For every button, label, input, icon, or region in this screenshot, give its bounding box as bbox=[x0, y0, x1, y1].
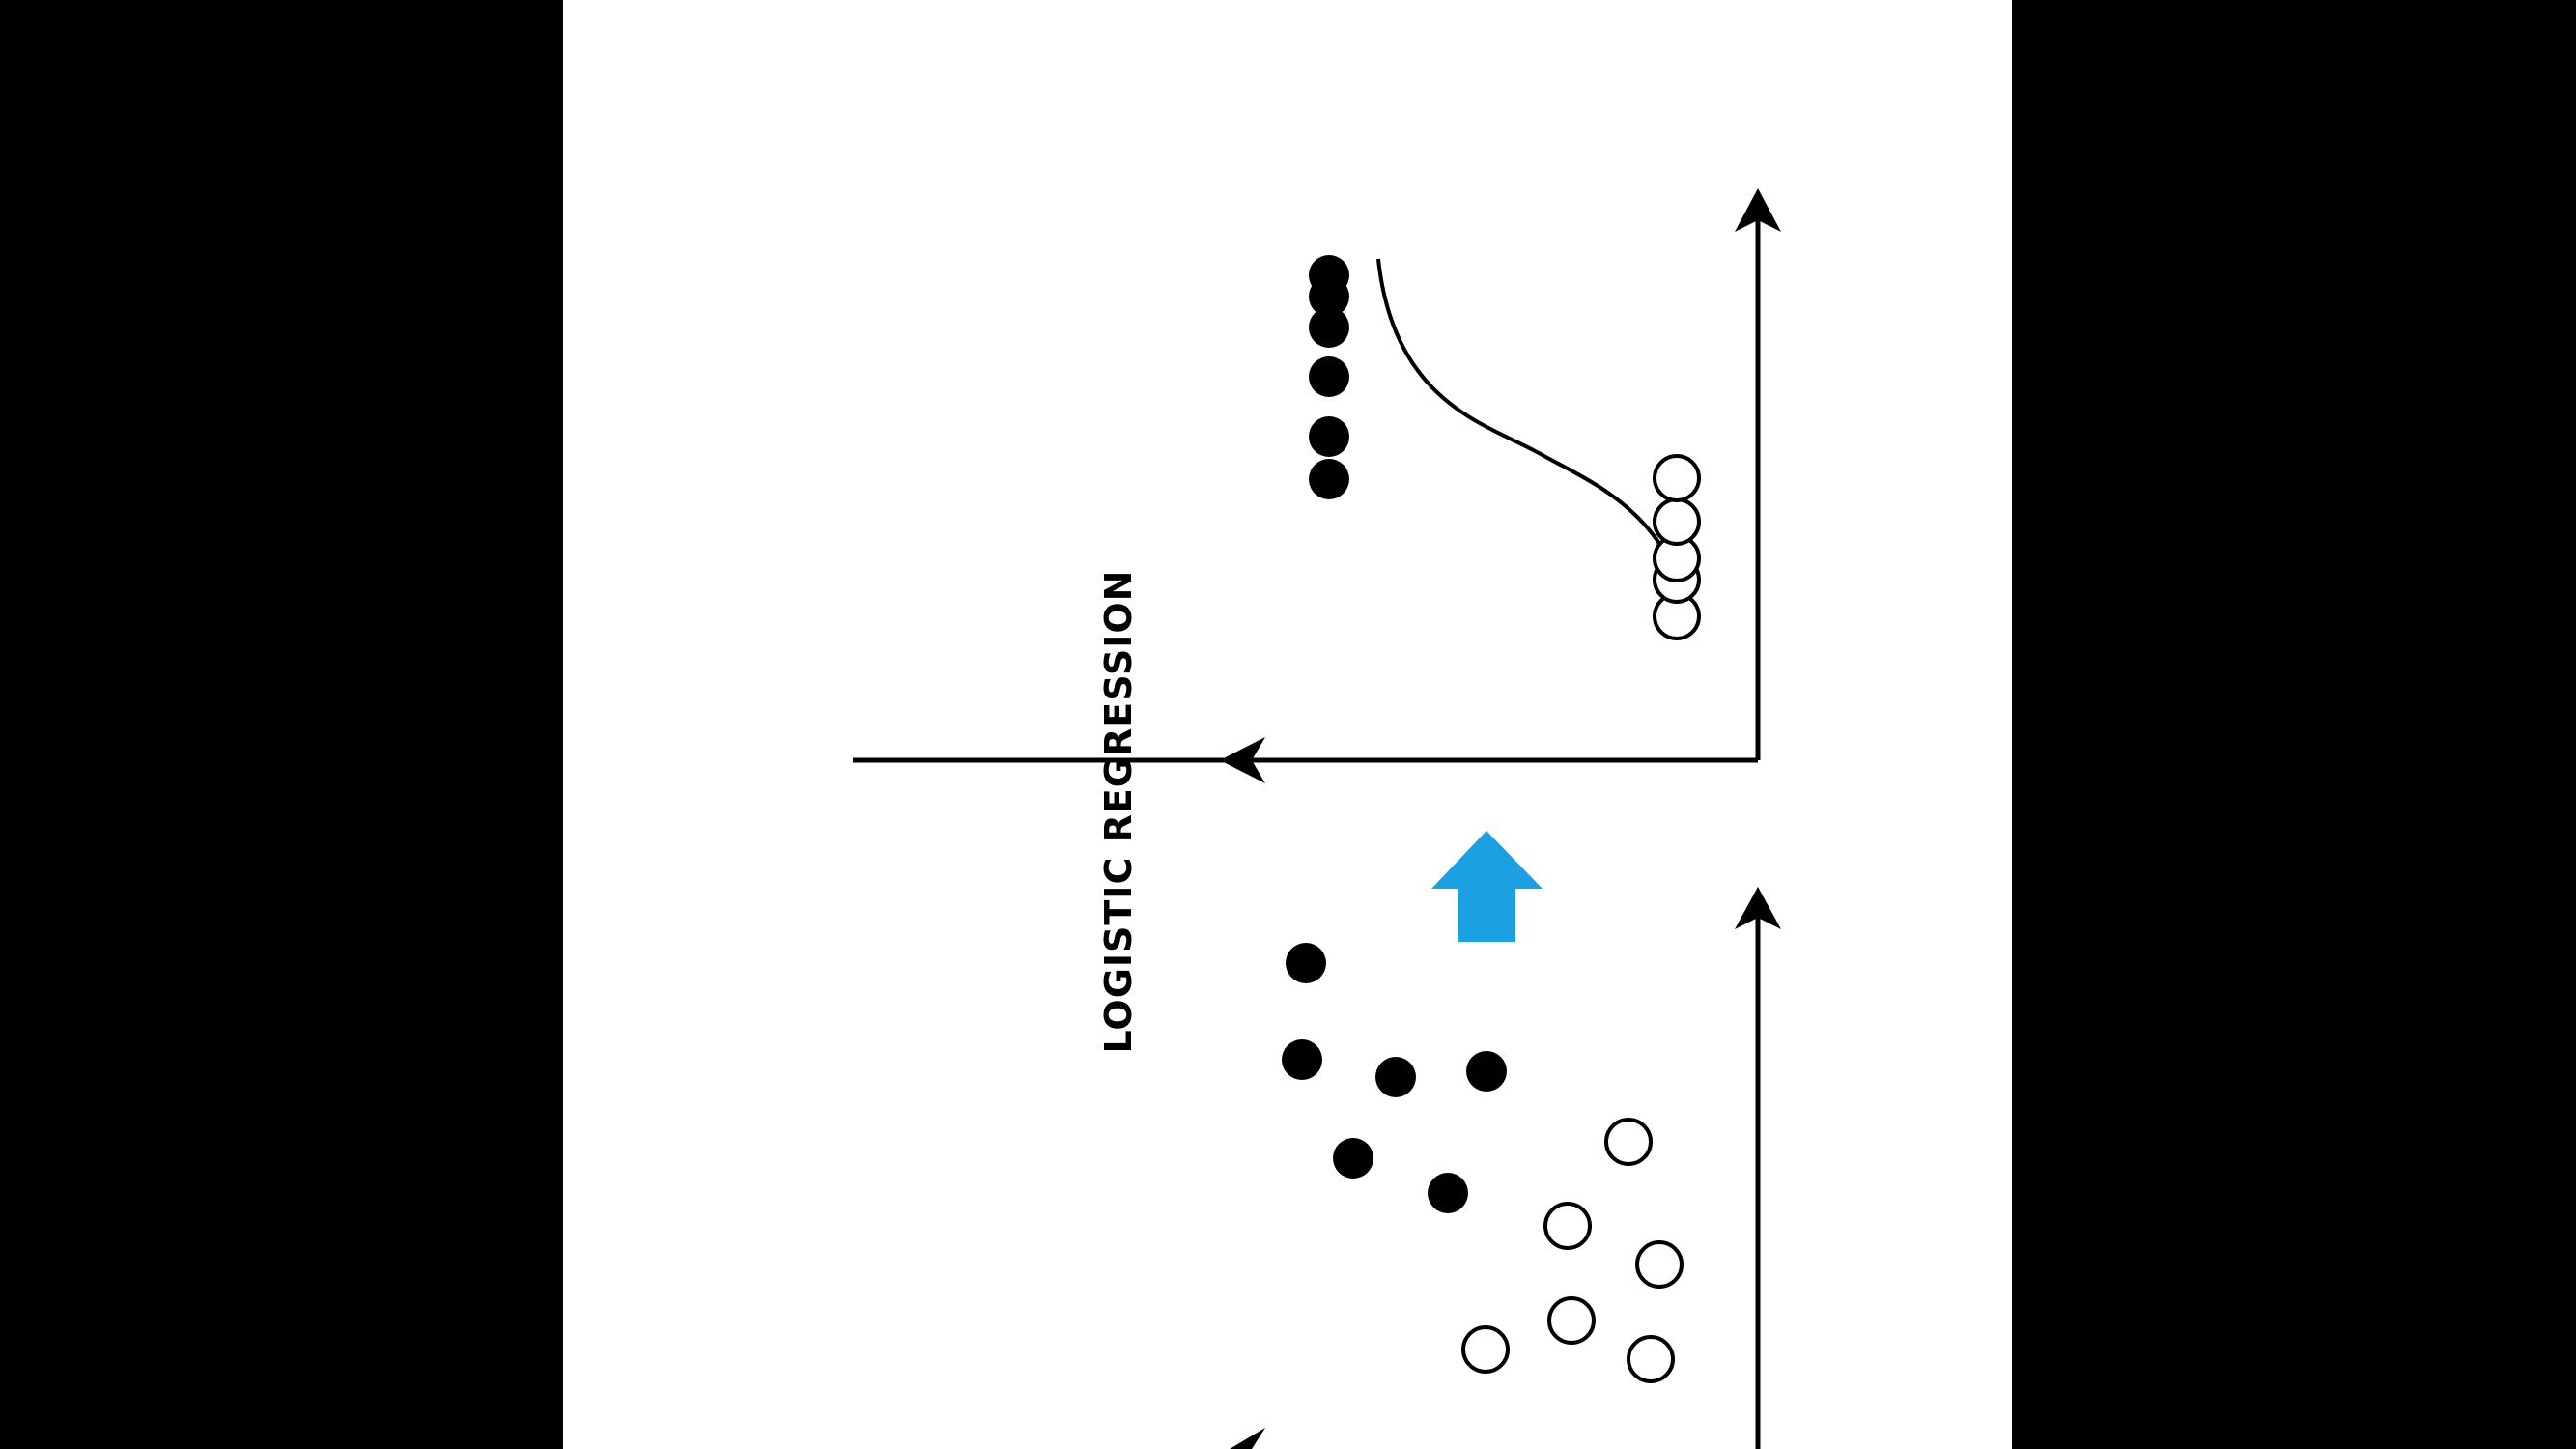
filled-marker bbox=[1309, 459, 1349, 499]
diagram-title: LOGISTIC REGRESSION bbox=[1097, 570, 1140, 1054]
open-marker bbox=[1653, 454, 1701, 502]
filled-marker bbox=[1333, 1138, 1373, 1179]
bottom-plot-open-markers bbox=[1461, 1118, 1684, 1383]
open-marker bbox=[1627, 1335, 1675, 1383]
filled-marker bbox=[1375, 1057, 1416, 1097]
filled-marker bbox=[1309, 307, 1349, 348]
bottom-plot-filled-markers bbox=[1282, 943, 1507, 1213]
bottom-plot bbox=[1230, 887, 1781, 1449]
bottom-plot-vertical-axis-arrowhead bbox=[1735, 887, 1781, 929]
filled-marker bbox=[1466, 1051, 1507, 1092]
filled-marker bbox=[1428, 1173, 1468, 1213]
open-marker bbox=[1543, 1202, 1592, 1250]
top-plot-open-markers bbox=[1653, 454, 1701, 640]
filled-marker bbox=[1309, 416, 1349, 457]
open-marker bbox=[1635, 1240, 1684, 1289]
top-plot-horizontal-axis-arrowhead bbox=[1220, 737, 1265, 783]
top-plot-vertical-axis-arrowhead bbox=[1735, 188, 1781, 232]
sigmoid-curve bbox=[1376, 258, 1695, 634]
top-plot-filled-markers bbox=[1309, 255, 1349, 499]
open-marker bbox=[1604, 1118, 1653, 1166]
diagram-panel: LOGISTIC REGRESSION bbox=[563, 0, 2012, 1449]
diagram-canvas: LOGISTIC REGRESSION bbox=[853, 188, 1781, 1449]
filled-marker bbox=[1282, 1039, 1322, 1080]
open-marker bbox=[1461, 1325, 1510, 1374]
filled-marker bbox=[1309, 356, 1349, 397]
bottom-plot-horizontal-axis-arrowhead bbox=[1230, 1428, 1265, 1449]
arrow-up-icon bbox=[1431, 831, 1543, 942]
open-marker bbox=[1653, 497, 1701, 546]
open-marker bbox=[1547, 1296, 1596, 1345]
top-plot bbox=[853, 188, 1781, 783]
filled-marker bbox=[1309, 276, 1349, 317]
filled-marker bbox=[1286, 943, 1326, 983]
